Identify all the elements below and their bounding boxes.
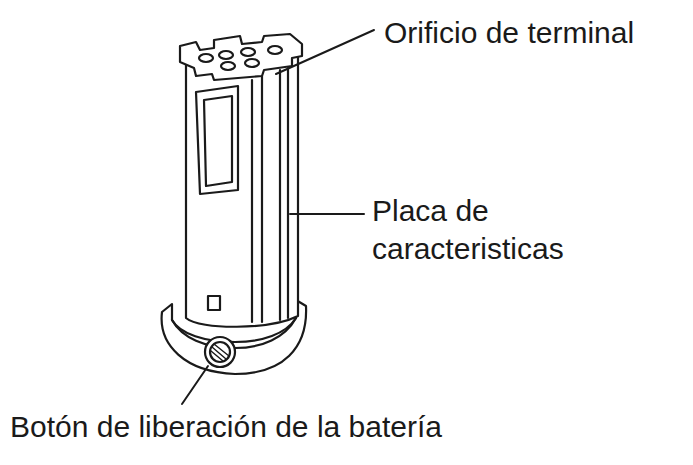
release-button [205, 337, 235, 367]
body-rib [279, 70, 281, 320]
button-hatch [214, 344, 229, 356]
body-rib [261, 76, 263, 322]
terminal-hole [221, 62, 235, 70]
part-label: Botón de liberación de la batería [10, 408, 610, 446]
part-label: Orificio de terminal [384, 14, 684, 52]
terminal-hole [245, 59, 259, 67]
battery-body [186, 56, 298, 327]
release-button-ring [210, 342, 230, 362]
body-rib [251, 80, 253, 322]
battery-top [180, 34, 302, 80]
latch [208, 296, 220, 310]
leader-line [276, 30, 374, 74]
leader-line [290, 213, 364, 215]
button-hatch [211, 351, 223, 361]
slot-inner [204, 96, 232, 186]
battery-slot [196, 86, 238, 194]
terminal-hole [268, 46, 282, 54]
leader-line [182, 366, 208, 404]
terminal-hole [199, 54, 213, 62]
body-rib [287, 68, 289, 318]
part-label: Placa de caracteristicas [372, 192, 612, 267]
terminal-hole [241, 48, 255, 56]
terminal-hole [219, 51, 233, 59]
